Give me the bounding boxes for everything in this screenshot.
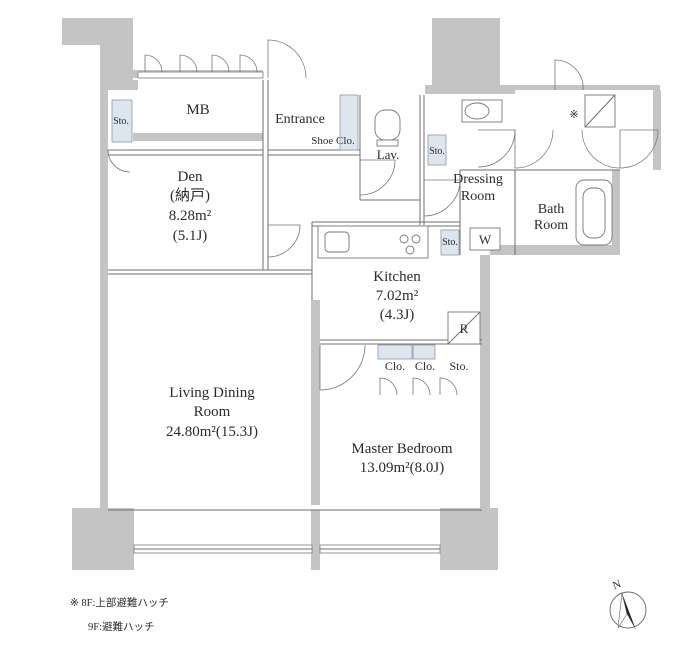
- label-kitchen-area: 7.02m²: [376, 288, 419, 304]
- label-dressing-room-2: Room: [461, 189, 495, 204]
- compass-circle: [609, 591, 647, 629]
- label-bath-room-2: Room: [534, 218, 568, 233]
- label-storage-bedroom: Sto.: [449, 359, 468, 373]
- compass-north-label: N: [611, 578, 623, 592]
- label-master-bedroom-area: 13.09m²(8.0J): [360, 460, 445, 476]
- label-den-name: Den: [178, 169, 203, 185]
- label-storage-kitchen: Sto.: [442, 237, 458, 248]
- label-master-bedroom-name: Master Bedroom: [351, 441, 453, 457]
- label-kitchen-tatami: (4.3J): [380, 307, 415, 323]
- label-living-dining-1: Living Dining: [169, 385, 255, 401]
- label-den-tatami: (5.1J): [173, 228, 208, 244]
- label-entrance: Entrance: [275, 112, 325, 127]
- label-living-dining-area: 24.80m²(15.3J): [166, 424, 258, 440]
- label-storage-hall: Sto.: [429, 146, 445, 157]
- fixtures: [111, 94, 616, 360]
- windows: [133, 71, 441, 554]
- label-bath-room-1: Bath: [538, 202, 564, 217]
- north-arrow-icon: [622, 593, 636, 630]
- walls: [62, 18, 661, 570]
- label-shoe-closet: Shoe Clo.: [311, 135, 355, 147]
- label-lavatory: Lav.: [377, 147, 400, 162]
- note-line-1: ※ 8F:上部避難ハッチ: [70, 596, 169, 609]
- label-refrigerator: R: [460, 321, 469, 336]
- label-closet-1: Clo.: [385, 359, 405, 373]
- notes: ※ 8F:上部避難ハッチ 9F:避難ハッチ: [70, 596, 169, 633]
- label-den-area: 8.28m²: [169, 208, 212, 224]
- label-dressing-room-1: Dressing: [453, 172, 503, 187]
- label-mb: MB: [186, 102, 209, 118]
- label-kitchen-name: Kitchen: [373, 269, 421, 285]
- room-labels: MB Sto. Entrance Shoe Clo. Lav. Sto. Dre…: [113, 102, 579, 476]
- label-closet-2: Clo.: [415, 359, 435, 373]
- note-line-2: 9F:避難ハッチ: [88, 620, 155, 633]
- label-washer: W: [479, 232, 492, 247]
- label-storage-west: Sto.: [113, 116, 129, 127]
- label-living-dining-2: Room: [194, 404, 231, 420]
- label-hatch-mark: ※: [569, 109, 578, 121]
- label-den-sub: (納戸): [170, 187, 210, 204]
- doors: [107, 39, 659, 396]
- compass: N: [609, 578, 647, 630]
